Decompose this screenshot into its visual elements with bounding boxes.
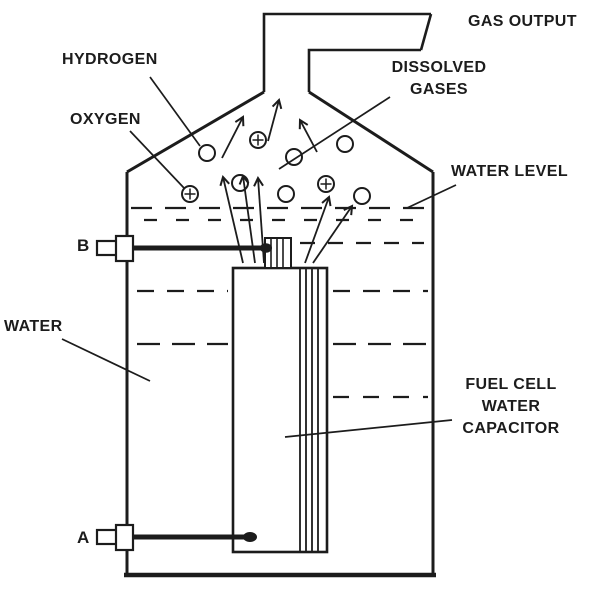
terminal-b-stub	[95, 239, 120, 257]
gas-arrow	[219, 175, 244, 264]
bubble	[198, 144, 216, 162]
label-dissolved-gases: DISSOLVED GASES	[383, 57, 495, 101]
oxygen-leader	[129, 130, 185, 189]
label-oxygen: OXYGEN	[70, 111, 141, 128]
tank-outline	[124, 90, 436, 578]
gas-output-pipe	[262, 12, 433, 92]
terminal-b-contact-dot	[260, 243, 272, 253]
gas-bubbles	[181, 131, 371, 205]
gas-arrow	[298, 118, 318, 153]
dissolved-gases-leader	[278, 96, 391, 170]
gas-arrow	[238, 173, 256, 264]
label-terminal-a: A	[77, 528, 90, 547]
gas-arrow	[253, 175, 265, 264]
capacitor-top-post	[264, 237, 292, 269]
water-body-dashes	[137, 241, 428, 399]
label-terminal-b: B	[77, 236, 90, 255]
capacitor-top-post-hatch	[270, 238, 284, 268]
label-fuel-cell-line3: CAPACITOR	[462, 420, 560, 437]
bubble	[277, 185, 295, 203]
terminal-b	[95, 234, 272, 263]
label-gas-output: GAS OUTPUT	[468, 13, 577, 30]
fuel-cell-leader	[284, 419, 453, 438]
bubble-plus	[317, 175, 335, 193]
gas-arrow	[221, 115, 245, 159]
bubble-plus	[181, 185, 199, 203]
bubble-dissolved-gas	[285, 148, 303, 166]
hydrogen-leader	[149, 76, 201, 147]
terminal-b-flange	[114, 234, 135, 263]
gas-arrow	[312, 204, 354, 264]
label-fuel-cell-capacitor: FUEL CELL WATER CAPACITOR	[448, 374, 574, 440]
capacitor-assembly	[231, 237, 329, 554]
gas-arrow	[267, 98, 283, 142]
bubble	[353, 187, 371, 205]
label-water: WATER	[4, 318, 63, 335]
water-leader	[61, 338, 151, 382]
label-fuel-cell-line1: FUEL CELL	[465, 376, 557, 393]
water-level-leader	[406, 184, 457, 209]
gas-arrow	[304, 195, 332, 264]
terminal-a-stub	[95, 528, 120, 546]
label-dissolved-gases-line2: GASES	[409, 81, 468, 98]
capacitor-tube-lines	[299, 268, 319, 552]
terminal-a-flange	[114, 523, 135, 552]
bubble	[336, 135, 354, 153]
terminal-a-contact-dot	[243, 532, 257, 542]
label-leader-lines	[61, 76, 457, 438]
label-dissolved-gases-line1: DISSOLVED	[391, 59, 487, 76]
label-hydrogen: HYDROGEN	[62, 51, 158, 68]
terminal-a	[95, 523, 257, 552]
label-water-level: WATER LEVEL	[451, 163, 568, 180]
bubble-plus	[249, 131, 267, 149]
water-surface-dashes	[131, 206, 431, 222]
label-fuel-cell-line2: WATER	[481, 398, 541, 415]
